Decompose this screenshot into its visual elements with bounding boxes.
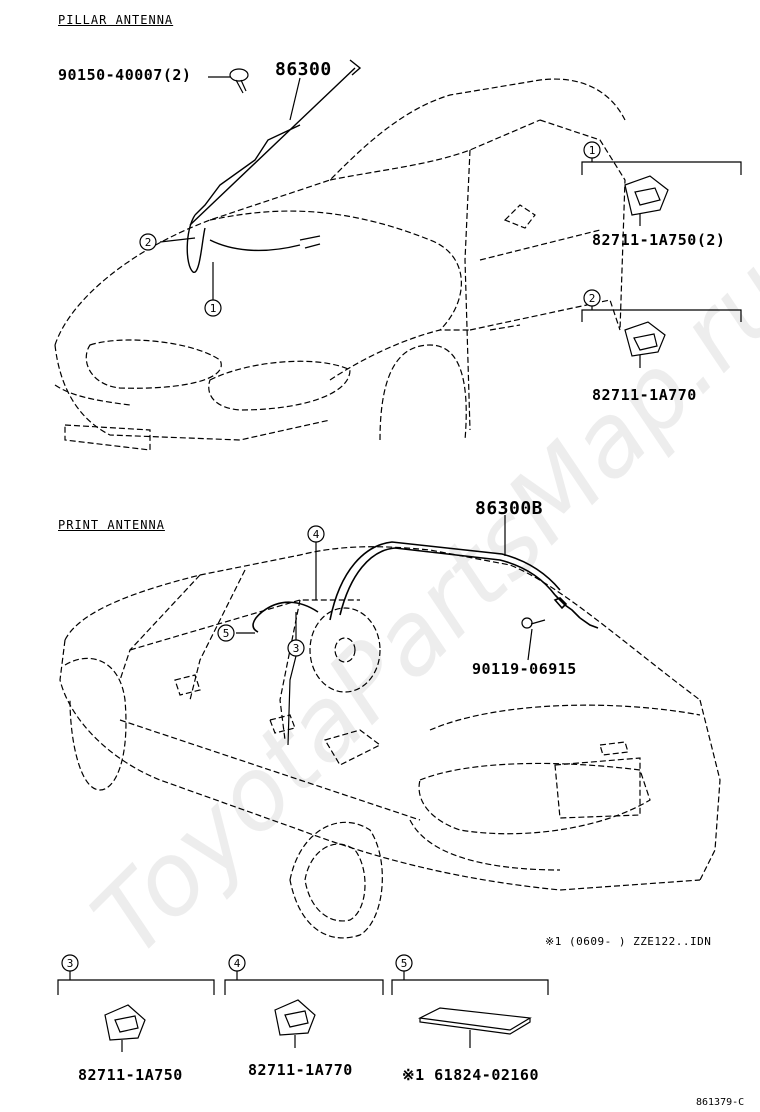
callout-2-top: 2 [145,236,152,249]
front-car-drawing [54,78,626,451]
section-title-pillar: PILLAR ANTENNA [58,13,174,27]
callout-5-box: 5 [401,957,408,970]
callout-1-box: 1 [589,144,596,157]
print-bolt-icon [521,617,546,629]
callout-3-car: 3 [293,642,300,655]
callout-2-box: 2 [589,292,596,305]
callout-circle-1-box [583,141,601,159]
clip-2-bracket [581,298,742,322]
part-number-pillar-antenna[interactable]: 86300 [275,59,332,80]
callout-circles [61,141,601,972]
callout-circle-4-car [307,525,325,543]
part-number-clip-2[interactable]: 82711-1A770 [592,386,697,404]
steering-wheel [309,607,381,693]
callout-circle-1-top [204,299,222,317]
clip-1-bracket [581,150,742,175]
applicability-note: ※1 (0609- ) ZZE122..IDN [545,935,712,948]
rear-car-drawing [59,546,721,939]
part-number-print-antenna[interactable]: 86300B [475,498,544,519]
clip-1-icon [624,175,669,226]
clip-4-bracket [224,970,384,995]
pad-5-icon [417,1007,532,1048]
drawing-reference: 861379-C [696,1097,745,1108]
print-antenna-element [252,541,599,633]
clip-3-icon [104,1004,146,1052]
part-number-print-bolt[interactable]: 90119-06915 [472,660,577,678]
callout-circle-3-car [287,639,305,657]
callout-4-box: 4 [234,957,241,970]
callout-4-car: 4 [313,528,320,541]
part-number-clip-1[interactable]: 82711-1A750(2) [592,231,726,249]
clip-3-bracket [57,970,215,995]
callout-3-box: 3 [67,957,74,970]
pad-5-bracket [391,970,549,995]
callout-circle-2-box [583,289,601,307]
callout-circle-4-box [228,954,246,972]
callout-1-top: 1 [210,302,217,315]
part-number-pillar-bolt[interactable]: 90150-40007(2) [58,66,192,84]
callout-circle-5-box [395,954,413,972]
pillar-antenna-mast [186,59,362,273]
callout-5-car: 5 [223,627,230,640]
part-number-clip-3[interactable]: 82711-1A750 [78,1066,183,1084]
callout-circle-5-car [217,624,235,642]
part-number-clip-4[interactable]: 82711-1A770 [248,1061,353,1079]
callout-circle-2-top [139,233,157,251]
section-title-print: PRINT ANTENNA [58,518,165,532]
pillar-bolt-icon [229,68,249,94]
callout-numbers: 2 1 1 2 4 5 3 3 4 5 [67,144,596,970]
clip-2-icon [624,321,666,368]
clip-4-icon [274,999,316,1048]
part-number-pad-5[interactable]: ※1 61824-02160 [402,1066,539,1084]
callout-circle-3-box [61,954,79,972]
